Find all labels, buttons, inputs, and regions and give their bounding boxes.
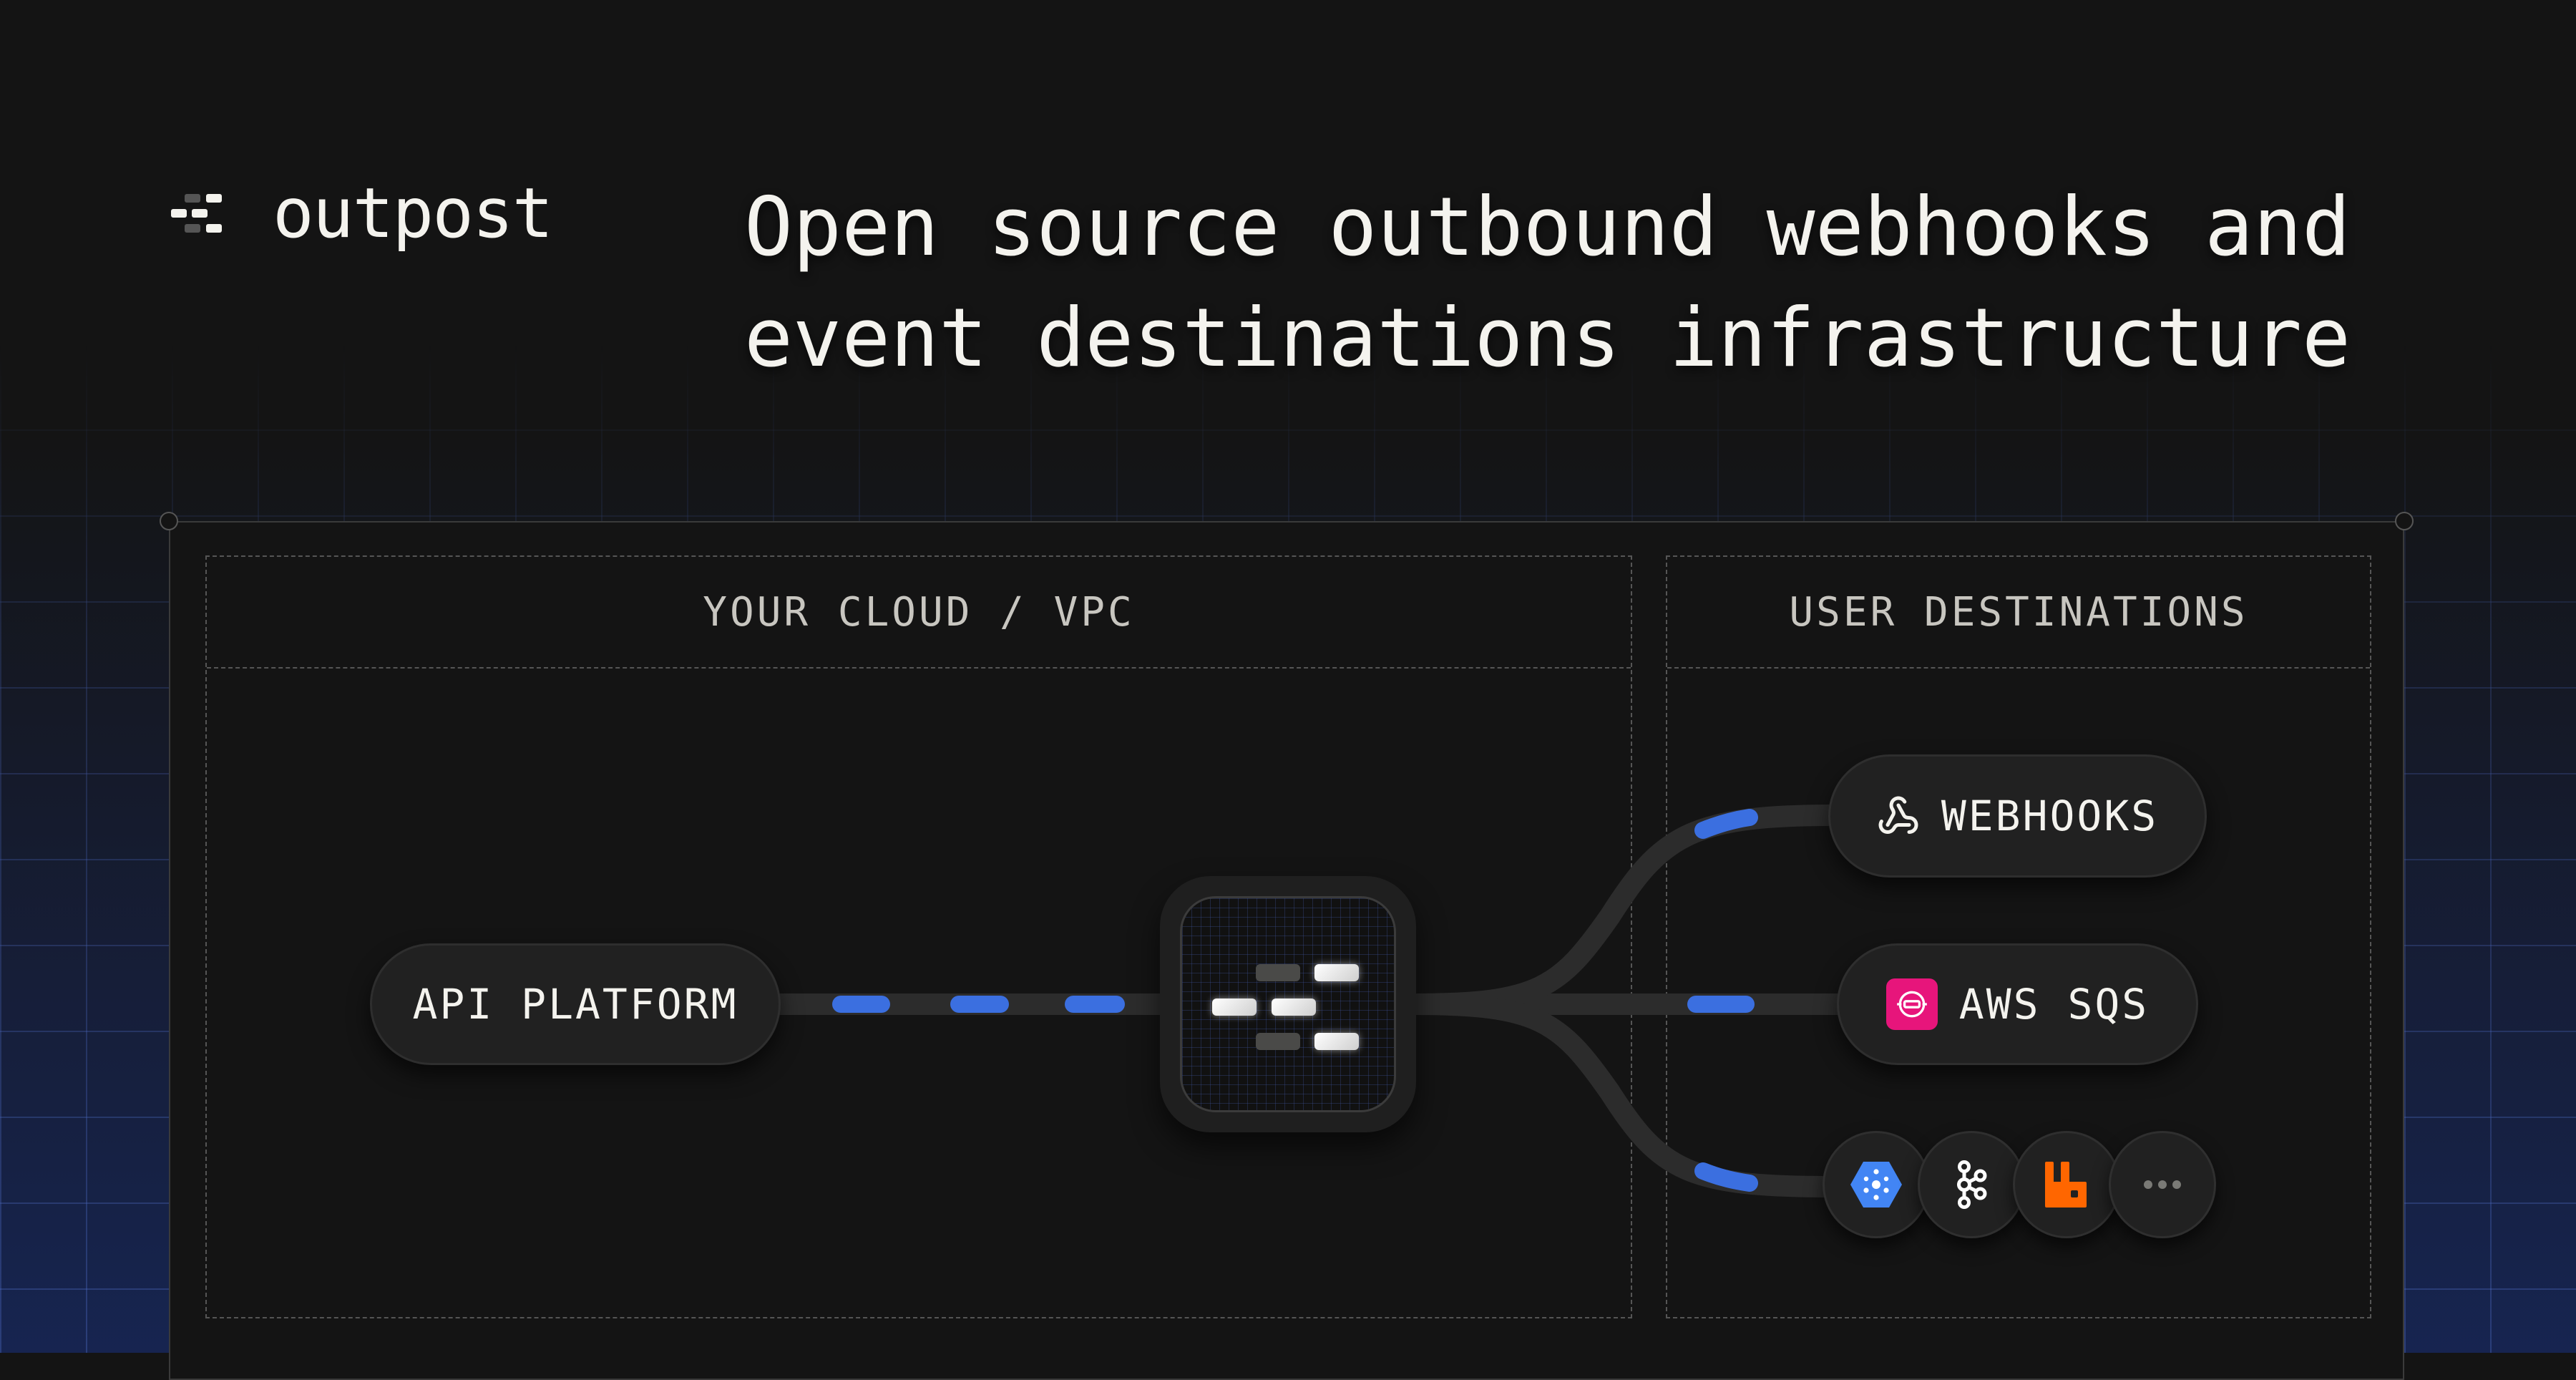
google-pubsub-destination [1823,1131,1930,1238]
signal-pulse [1694,809,1758,839]
more-destinations-button[interactable] [2109,1131,2216,1238]
connector-more [1402,993,1843,1197]
frame-corner-left [160,512,178,530]
frame-corner-right [2395,512,2414,530]
kafka-icon [1957,1160,1987,1209]
api-platform-node: API PLATFORM [370,943,781,1065]
webhook-icon [1878,796,1918,834]
outpost-logo-icon [171,191,244,235]
api-platform-label: API PLATFORM [412,980,738,1029]
headline-line-1: Open source outbound webhooks and [744,180,2351,274]
headline: Open source outbound webhooks and event d… [744,172,2351,394]
signal-pulse [1694,1162,1758,1192]
brand-name: outpost [273,173,554,253]
google-cloud-pubsub-icon [1850,1162,1902,1208]
webhooks-label: WEBHOOKS [1941,792,2159,840]
headline-line-2: event destinations infrastructure [744,291,2351,385]
zone-title: USER DESTINATIONS [1667,557,2370,669]
outpost-hub-icon [1180,896,1396,1112]
aws-sqs-icon [1885,978,1938,1030]
outpost-hub [1160,876,1416,1132]
zone-title: YOUR CLOUD / VPC [207,557,1631,669]
cloud-vpc-zone: YOUR CLOUD / VPC [205,555,1632,1318]
aws-sqs-destination: AWS SQS [1837,943,2198,1065]
rabbitmq-destination [2013,1131,2120,1238]
more-icon [2144,1180,2181,1189]
aws-sqs-label: AWS SQS [1958,980,2150,1029]
kafka-destination [1918,1131,2025,1238]
brand-logo: outpost [171,173,554,253]
webhooks-destination: WEBHOOKS [1828,754,2207,878]
user-destinations-zone: USER DESTINATIONS [1666,555,2371,1318]
rabbitmq-icon [2045,1162,2087,1208]
connector-webhooks [1402,805,1843,1015]
